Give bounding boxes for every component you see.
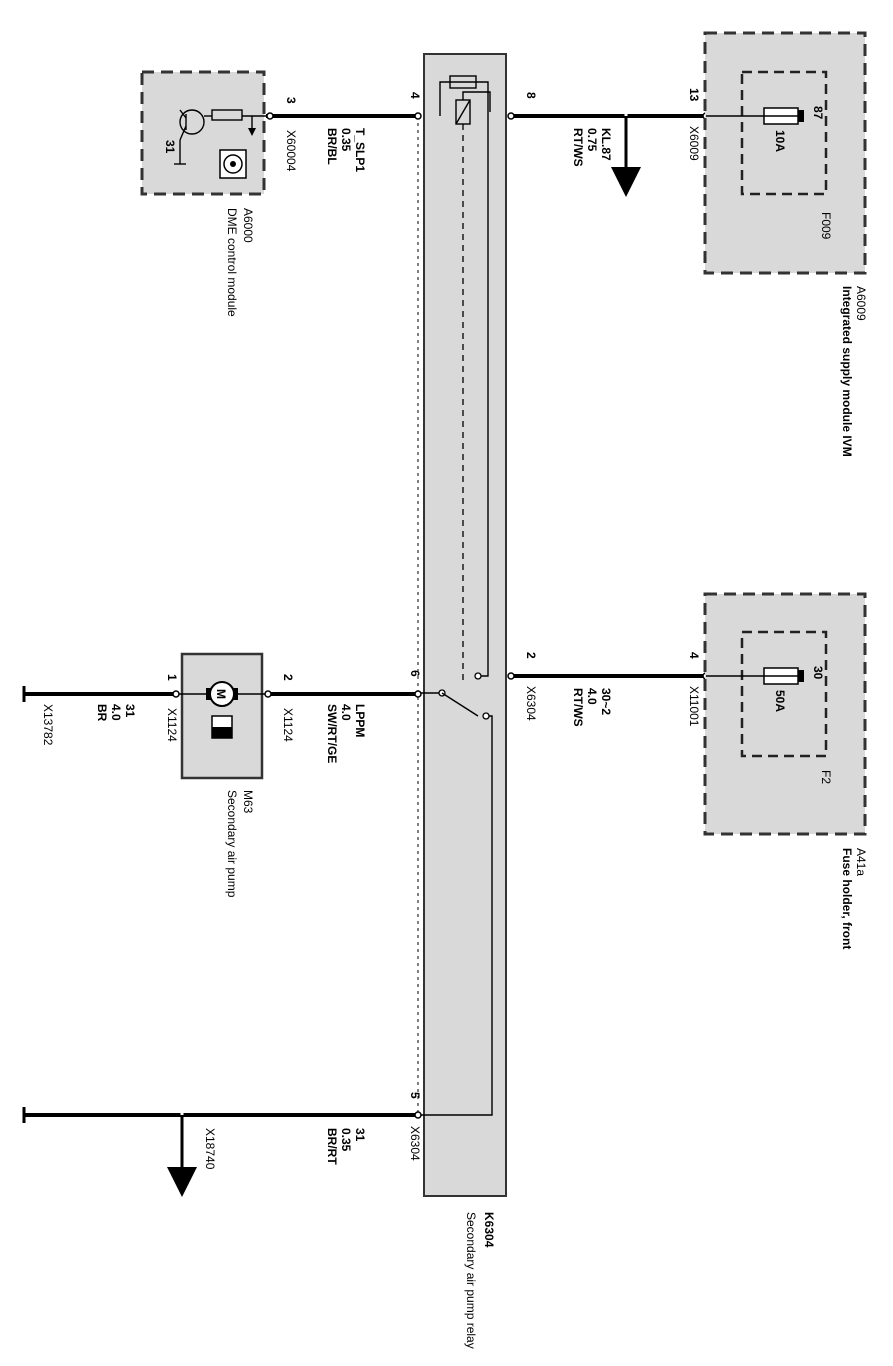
fuse-holder-id: A41a [854, 848, 868, 876]
relay-name: Secondary air pump relay [464, 1212, 478, 1349]
ground2-gauge: 0.35 [339, 1128, 353, 1152]
relay-id: K6304 [482, 1212, 496, 1248]
dme-pin: 3 [284, 97, 298, 104]
relay-pin-5: 5 [408, 1092, 422, 1099]
ground2-connector: X18740 [203, 1128, 217, 1170]
fuse-holder-inner-box [740, 630, 828, 758]
motor-pin-bottom: 1 [165, 674, 179, 681]
motor-name: Secondary air pump [225, 790, 239, 898]
dme-connector-icon [219, 149, 247, 179]
ism-fuse-rating: 10A [773, 130, 787, 152]
p30-gauge: 4.0 [585, 688, 599, 705]
ism-fuse-id: F009 [819, 212, 833, 240]
relay-body [423, 53, 507, 1197]
relay-pin-6: 6 [408, 670, 422, 677]
dme-transistor-symbol [174, 109, 266, 165]
dme-connector: X60004 [284, 130, 298, 172]
ism-connector: X6009 [687, 126, 701, 161]
fuse-holder-pin: 4 [687, 652, 701, 659]
relay-pin-8: 8 [524, 92, 538, 99]
motor-connector-top: X1124 [281, 708, 295, 742]
p30-signal: 30~2 [599, 688, 613, 715]
lppm-gauge: 4.0 [339, 704, 353, 721]
fuse-holder-connector: X11001 [687, 686, 701, 727]
ground2-signal: 31 [353, 1128, 367, 1142]
dme-color: BR/BL [325, 128, 339, 165]
relay-conn-2: X6304 [524, 686, 538, 721]
ground2-color: BR/RT [325, 1128, 339, 1165]
ism-name-1: Integrated supply module IVM [840, 286, 854, 457]
lppm-color: SW/RT/GE [325, 704, 339, 763]
ground1-connector: X13782 [41, 704, 55, 746]
motor-id: M63 [241, 790, 255, 814]
dme-name: DME control module [225, 208, 239, 317]
motor-connector-bottom: X1124 [165, 708, 179, 742]
kl87-signal: KL.87 [599, 128, 613, 161]
motor-symbol: M [214, 689, 228, 699]
ground1-gauge: 4.0 [109, 704, 123, 721]
ism-fuse-symbol [706, 107, 804, 125]
motor-pin-top: 2 [281, 674, 295, 681]
fuse-holder-fuse-symbol [706, 667, 804, 685]
fuse-holder-name: Fuse holder, front [840, 848, 854, 949]
motor-icon [176, 681, 268, 739]
dme-gauge: 0.35 [339, 128, 353, 152]
ism-fuse-box [740, 70, 828, 196]
fuse-holder-rating: 50A [773, 690, 787, 712]
relay-coil-symbol [439, 75, 491, 125]
lppm-signal: LPPM [353, 704, 367, 737]
relay-switch-symbol [420, 672, 493, 1116]
relay-conn-5: X6304 [408, 1126, 422, 1161]
ground1-color: BR [95, 704, 109, 722]
relay-pin-4: 4 [408, 92, 422, 99]
ground1-signal: 31 [123, 704, 137, 718]
ism-pin: 13 [687, 88, 701, 102]
kl87-color: RT/WS [571, 128, 585, 167]
dme-id: A6000 [241, 208, 255, 243]
fuse-holder-terminal: 30 [811, 666, 825, 680]
dme-signal: T_SLP1 [353, 128, 367, 172]
ism-id: A6009 [854, 286, 868, 321]
p30-color: RT/WS [571, 688, 585, 727]
dme-ground-label: 31 [163, 140, 177, 154]
ism-fuse-terminal: 87 [811, 106, 825, 120]
kl87-gauge: 0.75 [585, 128, 599, 152]
fuse-holder-fuse-id: F2 [819, 770, 833, 784]
relay-pin-2: 2 [524, 652, 538, 659]
